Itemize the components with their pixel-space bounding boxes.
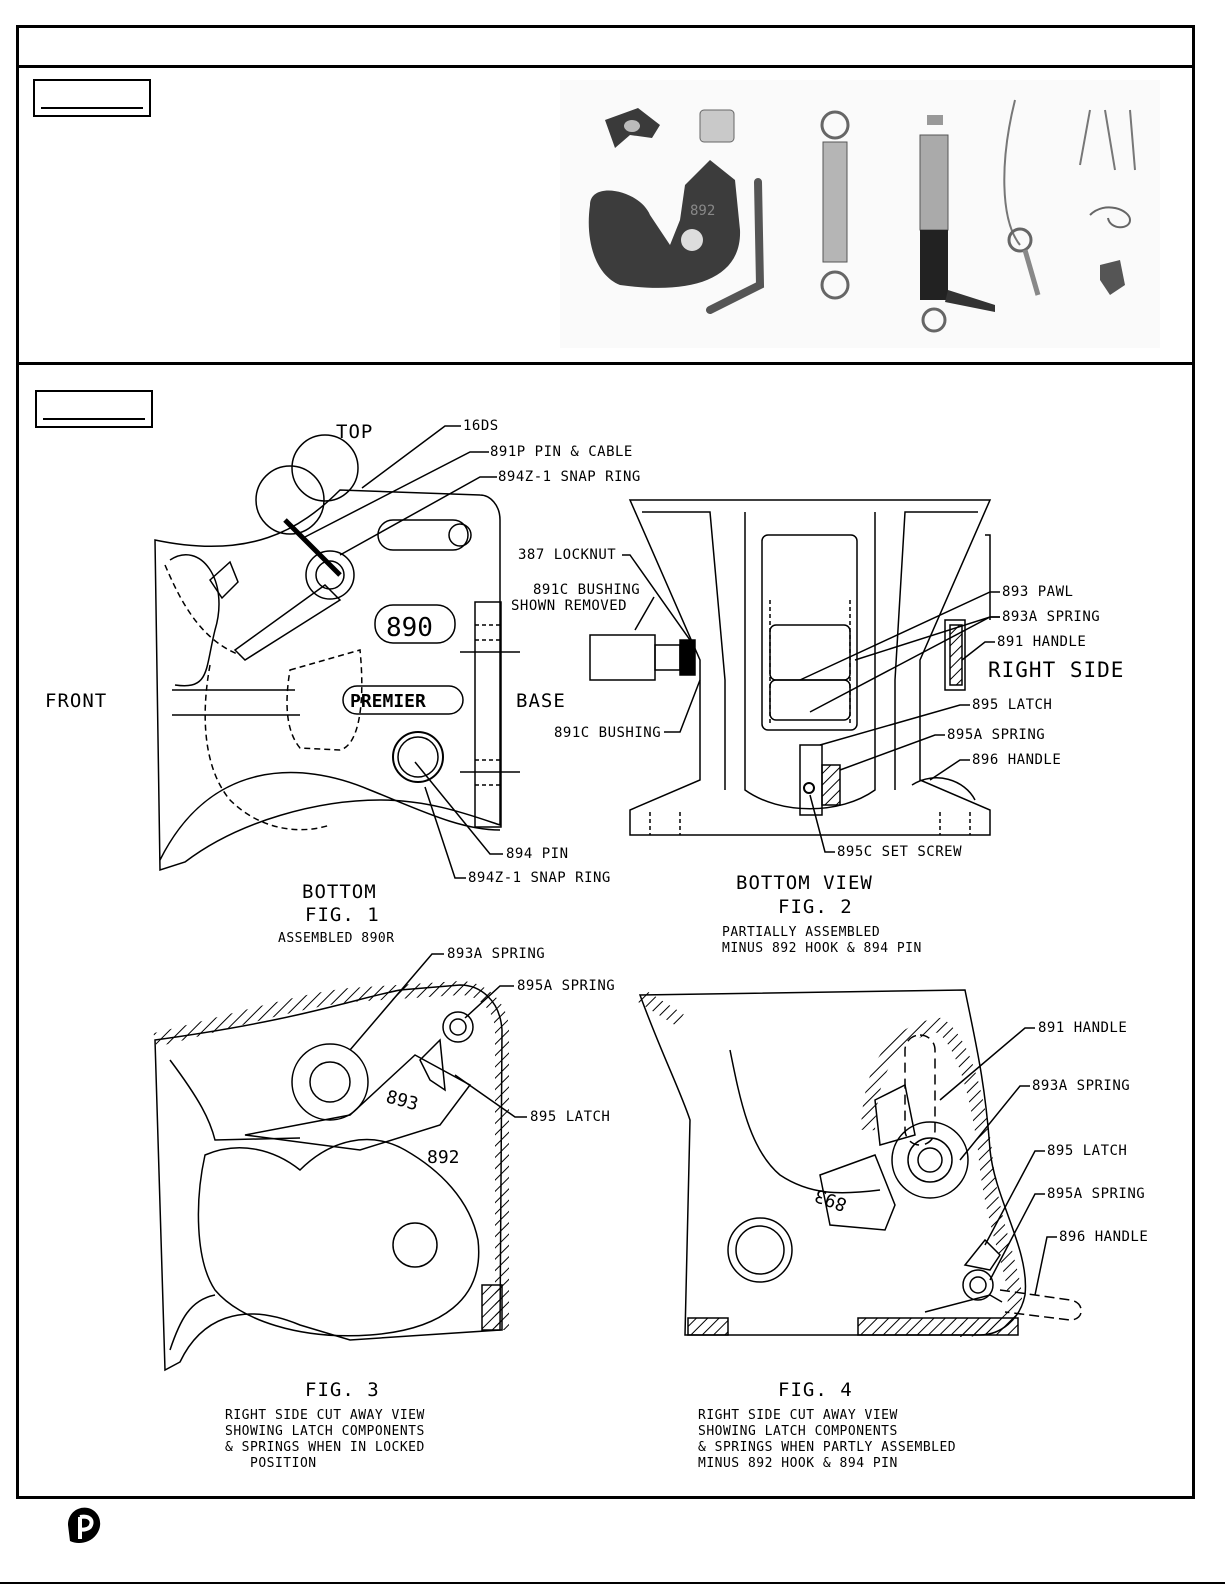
fig1-bottom-label: BOTTOM <box>302 881 377 903</box>
fig4-callout-896-handle: 896 HANDLE <box>1059 1229 1148 1245</box>
fig1-top-label: TOP <box>336 421 373 443</box>
pin-part <box>822 141 848 263</box>
fig4-drawing <box>636 989 1082 1337</box>
fig4-caption-1: RIGHT SIDE CUT AWAY VIEW <box>698 1408 898 1423</box>
fig4-callout-891-handle: 891 HANDLE <box>1038 1020 1127 1036</box>
fig2-callout-locknut: 387 LOCKNUT <box>518 547 616 563</box>
latch-part <box>1100 260 1125 295</box>
fig3-part-892: 892 <box>427 1147 460 1168</box>
fig2-subtitle-1: PARTIALLY ASSEMBLED <box>722 925 880 940</box>
fig2-callout-895a-spring: 895A SPRING <box>947 727 1045 743</box>
fig2-callout-bushing-removed: 891C BUSHING <box>533 582 640 598</box>
fig3-caption-3: & SPRINGS WHEN IN LOCKED <box>225 1440 425 1455</box>
fig3-caption-4: POSITION <box>250 1456 317 1471</box>
fig1-base-label: BASE <box>516 690 566 712</box>
fig4-caption-2: SHOWING LATCH COMPONENTS <box>698 1424 898 1439</box>
hook-number: 892 <box>690 203 715 219</box>
header-band <box>19 28 1192 68</box>
fig1-brand-badge: PREMIER <box>350 691 426 712</box>
fig1-drawing <box>154 425 520 879</box>
diagram-section-tab <box>35 390 153 428</box>
fig2-right-side-label: RIGHT SIDE <box>988 658 1124 682</box>
fig4-callout-893a-spring: 893A SPRING <box>1032 1078 1130 1094</box>
fig3-caption-1: RIGHT SIDE CUT AWAY VIEW <box>225 1408 425 1423</box>
cable-part <box>1003 99 1021 246</box>
parts-section-tab <box>33 79 151 117</box>
parts-photo: 892 <box>560 80 1160 348</box>
fig1-callout-snap-ring-top: 894Z-1 SNAP RING <box>498 469 641 485</box>
fig4-caption-4: MINUS 892 HOOK & 894 PIN <box>698 1456 898 1471</box>
fig2-callout-shown-removed: SHOWN REMOVED <box>511 598 627 614</box>
spring-part <box>1079 109 1136 171</box>
fig1-callout-snap-ring-bottom: 894Z-1 SNAP RING <box>468 870 611 886</box>
premier-logo <box>68 1507 101 1543</box>
fig2-callout-896-handle: 896 HANDLE <box>972 752 1061 768</box>
fig3-drawing <box>153 953 527 1372</box>
fig2-callout-893a-spring: 893A SPRING <box>1002 609 1100 625</box>
fig3-part-893: 893 <box>384 1087 421 1116</box>
page-frame <box>16 25 1195 1499</box>
fig2-callout-891-handle: 891 HANDLE <box>997 634 1086 650</box>
section-divider <box>19 362 1192 365</box>
fig4-caption-3: & SPRINGS WHEN PARTLY ASSEMBLED <box>698 1440 956 1455</box>
fig1-callout-894-pin: 894 PIN <box>506 846 569 862</box>
fig3-callout-895-latch: 895 LATCH <box>530 1109 610 1125</box>
fig1-front-label: FRONT <box>45 690 107 712</box>
fig2-callout-pawl: 893 PAWL <box>1002 584 1073 600</box>
fig1-subtitle: ASSEMBLED 890R <box>278 931 395 946</box>
fig1-fig-label: FIG. 1 <box>305 904 380 926</box>
wrench-part <box>706 178 765 314</box>
hook-part <box>588 160 741 288</box>
fig2-callout-set-screw: 895C SET SCREW <box>837 844 962 860</box>
fig2-title: BOTTOM VIEW <box>736 872 873 894</box>
fig1-callout-16ds: 16DS <box>463 418 499 434</box>
fig2-callout-895-latch: 895 LATCH <box>972 697 1052 713</box>
fig1-callout-pin-cable: 891P PIN & CABLE <box>490 444 633 460</box>
fig2-fig-label: FIG. 2 <box>778 896 853 918</box>
fig3-fig-label: FIG. 3 <box>305 1379 380 1401</box>
fig4-callout-895-latch: 895 LATCH <box>1047 1143 1127 1159</box>
fig2-subtitle-2: MINUS 892 HOOK & 894 PIN <box>722 941 922 956</box>
footer-rule <box>0 1582 1225 1584</box>
bushing-part <box>699 109 735 143</box>
fig3-caption-2: SHOWING LATCH COMPONENTS <box>225 1424 425 1439</box>
fig4-fig-label: FIG. 4 <box>778 1379 853 1401</box>
fig4-callout-895a-spring: 895A SPRING <box>1047 1186 1145 1202</box>
fig2-drawing <box>589 499 1000 853</box>
fig3-callout-893a-spring: 893A SPRING <box>447 946 545 962</box>
fig2-callout-bushing: 891C BUSHING <box>554 725 661 741</box>
fig3-callout-895a-spring: 895A SPRING <box>517 978 615 994</box>
handle-shaft-part <box>919 134 949 231</box>
fig4-part-893: 893 <box>812 1184 850 1215</box>
fig1-number-badge: 890 <box>386 613 433 643</box>
